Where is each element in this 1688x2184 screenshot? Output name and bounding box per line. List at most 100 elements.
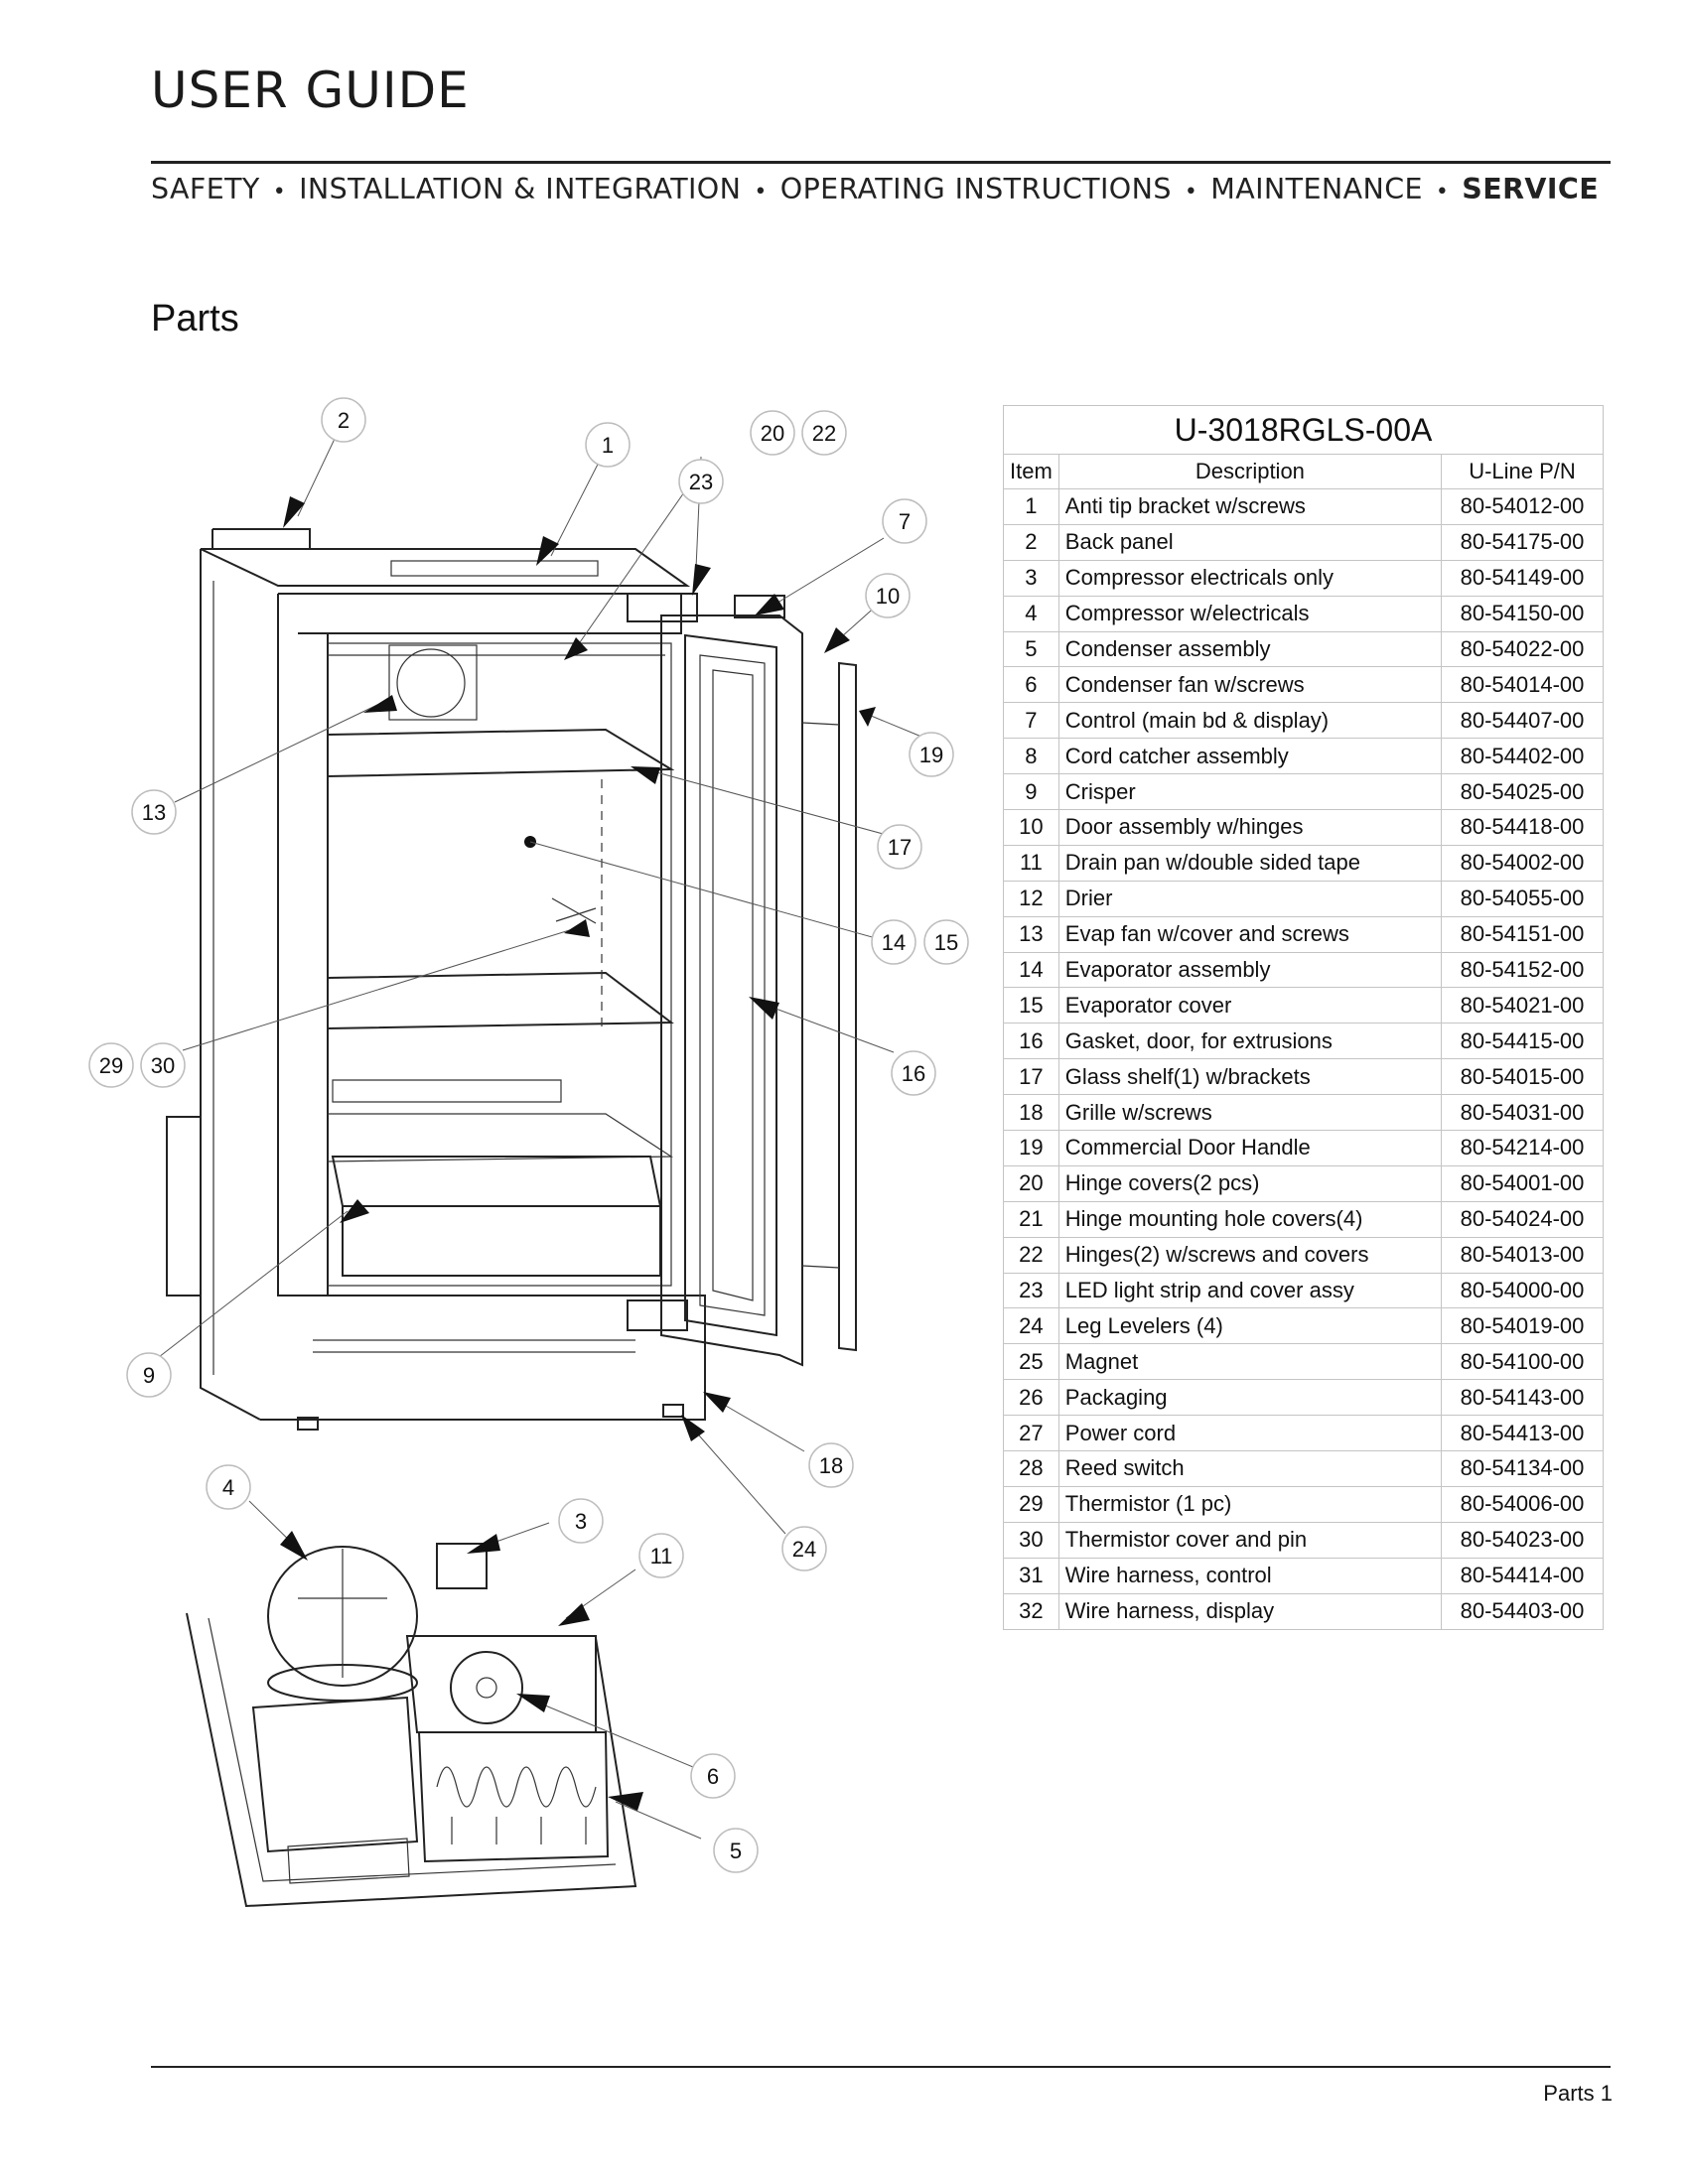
part-number: 80-54175-00	[1441, 523, 1604, 561]
item-number: 14	[1003, 951, 1059, 989]
part-description: Grille w/screws	[1057, 1094, 1443, 1132]
part-number: 80-54000-00	[1441, 1272, 1604, 1309]
part-description: Evap fan w/cover and screws	[1057, 915, 1443, 953]
item-number: 9	[1003, 773, 1059, 811]
svg-text:3: 3	[575, 1509, 587, 1534]
section-nav: SAFETY • INSTALLATION & INTEGRATION • OP…	[151, 173, 1611, 205]
part-description: Cord catcher assembly	[1057, 738, 1443, 775]
callout-19: 19	[909, 732, 954, 777]
item-number: 5	[1003, 630, 1059, 668]
item-number: 15	[1003, 987, 1059, 1024]
part-description: Compressor electricals only	[1057, 559, 1443, 597]
part-number: 80-54152-00	[1441, 951, 1604, 989]
part-number: 80-54134-00	[1441, 1450, 1604, 1487]
header-rule	[151, 161, 1611, 164]
part-number: 80-54014-00	[1441, 666, 1604, 704]
item-number: 28	[1003, 1450, 1059, 1487]
guide-title: USER GUIDE	[151, 62, 470, 119]
page-heading: Parts	[151, 298, 239, 340]
callout-6: 6	[690, 1753, 736, 1799]
compressor-assembly-drawing	[186, 1543, 637, 1908]
part-number: 80-54025-00	[1441, 773, 1604, 811]
part-description: Wire harness, control	[1057, 1557, 1443, 1594]
svg-text:16: 16	[902, 1061, 925, 1086]
page-footer: Parts 1	[1543, 2081, 1613, 2106]
svg-text:15: 15	[934, 930, 958, 955]
part-description: Evaporator cover	[1057, 987, 1443, 1024]
part-number: 80-54150-00	[1441, 595, 1604, 632]
svg-text:17: 17	[888, 835, 912, 860]
part-number: 80-54407-00	[1441, 702, 1604, 740]
item-number: 16	[1003, 1023, 1059, 1060]
callout-22: 22	[801, 410, 847, 456]
part-number: 80-54214-00	[1441, 1130, 1604, 1166]
part-description: Hinge mounting hole covers(4)	[1057, 1200, 1443, 1238]
item-number: 13	[1003, 915, 1059, 953]
svg-text:22: 22	[812, 421, 836, 446]
part-description: Compressor w/electricals	[1057, 595, 1443, 632]
refrigerator-cabinet-drawing	[166, 528, 857, 1431]
part-number: 80-54031-00	[1441, 1094, 1604, 1132]
svg-text:5: 5	[730, 1839, 742, 1863]
part-description: Thermistor cover and pin	[1057, 1521, 1443, 1559]
item-number: 23	[1003, 1272, 1059, 1309]
svg-text:4: 4	[222, 1475, 234, 1500]
part-description: Thermistor (1 pc)	[1057, 1485, 1443, 1523]
part-description: Glass shelf(1) w/brackets	[1057, 1058, 1443, 1096]
callout-3: 3	[558, 1498, 604, 1544]
callout-18: 18	[808, 1442, 854, 1488]
callout-30: 30	[140, 1042, 186, 1088]
item-number: 8	[1003, 738, 1059, 775]
svg-text:19: 19	[919, 743, 943, 767]
svg-text:24: 24	[792, 1537, 816, 1562]
callout-23: 23	[678, 459, 724, 504]
callout-29: 29	[88, 1042, 134, 1088]
model-number: U-3018RGLS-00A	[1003, 405, 1604, 455]
part-number: 80-54402-00	[1441, 738, 1604, 775]
part-description: Condenser assembly	[1057, 630, 1443, 668]
part-description: Drier	[1057, 880, 1443, 917]
column-header-description: Description	[1057, 454, 1443, 489]
svg-text:11: 11	[650, 1544, 673, 1569]
callout-20: 20	[750, 410, 795, 456]
footer-rule	[151, 2066, 1611, 2068]
part-number: 80-54143-00	[1441, 1379, 1604, 1417]
part-number: 80-54021-00	[1441, 987, 1604, 1024]
part-description: Control (main bd & display)	[1057, 702, 1443, 740]
parts-table: U-3018RGLS-00A Item Description U-Line P…	[1003, 405, 1604, 1630]
callout-1: 1	[585, 422, 631, 468]
part-number: 80-54151-00	[1441, 915, 1604, 953]
part-description: Hinges(2) w/screws and covers	[1057, 1236, 1443, 1274]
item-number: 26	[1003, 1379, 1059, 1417]
section-separator: •	[272, 180, 287, 205]
part-description: Leg Levelers (4)	[1057, 1307, 1443, 1345]
item-number: 29	[1003, 1485, 1059, 1523]
part-description: Wire harness, display	[1057, 1592, 1443, 1630]
svg-text:10: 10	[876, 584, 900, 609]
callout-17: 17	[877, 824, 922, 870]
part-description: Evaporator assembly	[1057, 951, 1443, 989]
svg-text:13: 13	[142, 800, 166, 825]
part-number: 80-54413-00	[1441, 1415, 1604, 1452]
part-description: Power cord	[1057, 1415, 1443, 1452]
item-number: 20	[1003, 1164, 1059, 1202]
item-number: 4	[1003, 595, 1059, 632]
column-header-item: Item	[1003, 454, 1059, 489]
callout-10: 10	[865, 573, 911, 618]
section-installation: INSTALLATION & INTEGRATION	[299, 173, 742, 205]
part-number: 80-54055-00	[1441, 880, 1604, 917]
